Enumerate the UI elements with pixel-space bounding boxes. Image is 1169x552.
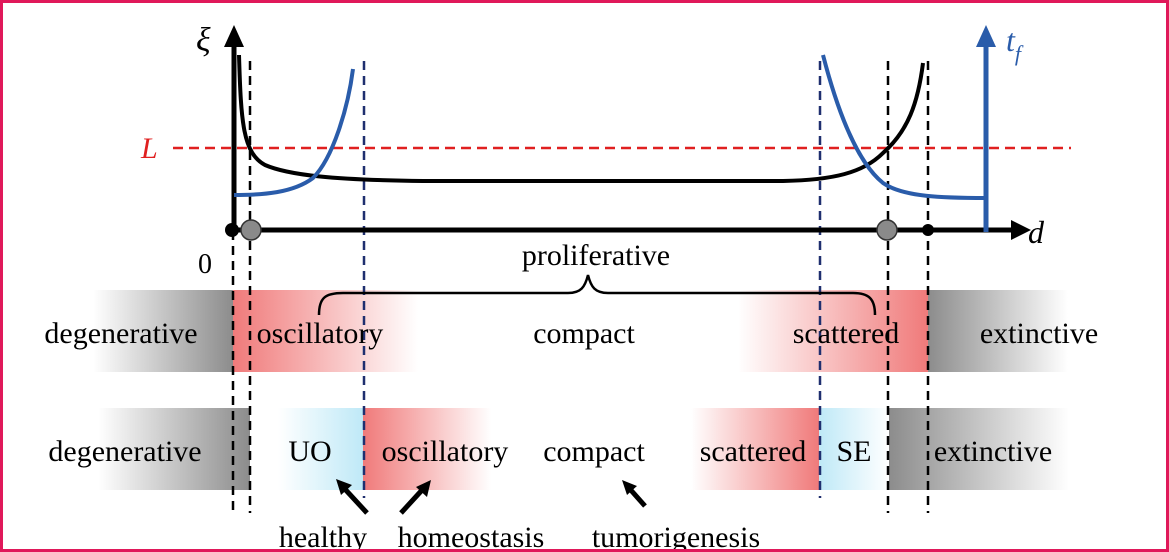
proliferative-label: proliferative — [522, 239, 670, 272]
row2-se-band — [819, 408, 889, 490]
y-axis-right-arrowhead — [976, 25, 996, 47]
xi-curve — [237, 54, 925, 183]
homeostasis-label: homeostasis — [398, 521, 545, 552]
healthy-label: healthy — [279, 521, 367, 552]
x-axis-arrowhead — [1011, 220, 1031, 240]
row2-extinctive-band — [889, 408, 1069, 490]
threshold-label: L — [140, 132, 158, 165]
row2-scattered-band — [691, 408, 819, 490]
row2-uo-band — [278, 408, 363, 490]
y-axis-left-label: ξ — [196, 22, 211, 59]
row1-extinctive-band — [928, 290, 1068, 372]
row1-scattered-band — [738, 290, 928, 372]
transition-point-right — [876, 219, 898, 241]
x-axis-label: d — [1028, 214, 1045, 250]
homeostasis-arrowhead — [416, 480, 431, 497]
tf-curve-left — [233, 68, 355, 197]
row2-compact-label: compact — [543, 435, 645, 468]
origin-point — [225, 223, 239, 237]
regime-diagram: ξ tf d 0 L proliferative degenerative os… — [44, 22, 1098, 552]
row2-extinctive-label: extinctive — [934, 435, 1052, 468]
row2-oscillatory-label: oscillatory — [382, 435, 509, 468]
proliferative-brace — [317, 274, 877, 316]
row2-uo-label: UO — [288, 435, 331, 468]
y-axis-left-arrowhead — [224, 25, 244, 47]
tumorigenesis-arrow — [627, 486, 647, 508]
row1-scattered-label: scattered — [793, 317, 900, 350]
tf-curve-right — [821, 54, 987, 200]
tumorigenesis-label: tumorigenesis — [592, 521, 760, 552]
transition-point-left — [240, 219, 262, 241]
row1-degenerative-label: degenerative — [44, 317, 197, 350]
row1-extinctive-label: extinctive — [980, 317, 1098, 350]
row2-scattered-label: scattered — [700, 435, 807, 468]
row2-degenerative-label: degenerative — [48, 435, 201, 468]
homeostasis-arrow — [399, 487, 425, 515]
row2-oscillatory-band — [363, 408, 491, 490]
row2-se-label: SE — [836, 435, 871, 468]
row1-degenerative-band — [93, 290, 233, 372]
extinction-point — [922, 224, 934, 236]
row2-degenerative-band — [98, 408, 250, 490]
y-axis-right-label: tf — [1006, 22, 1024, 66]
row1-oscillatory-band — [233, 290, 418, 372]
healthy-arrow — [341, 485, 369, 515]
origin-label: 0 — [198, 249, 212, 280]
tumorigenesis-arrowhead — [622, 480, 637, 495]
row1-compact-label: compact — [533, 317, 635, 350]
row1-oscillatory-label: oscillatory — [257, 317, 384, 350]
healthy-arrowhead — [336, 479, 352, 495]
